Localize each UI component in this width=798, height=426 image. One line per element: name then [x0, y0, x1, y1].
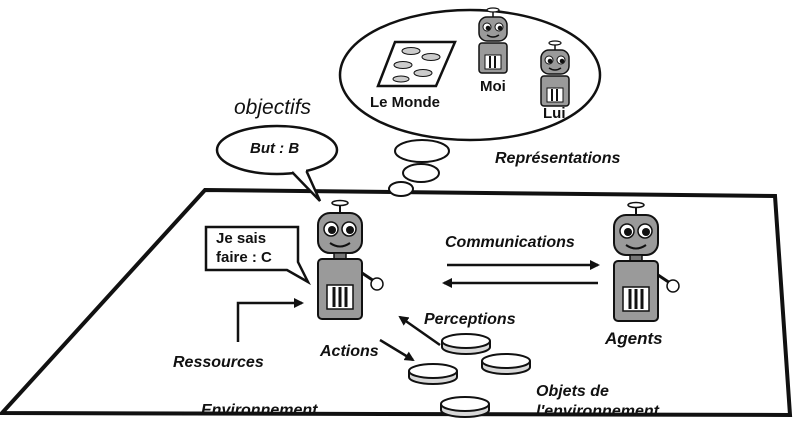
- environment-label: Environnement: [201, 402, 318, 419]
- other-robot-icon: [540, 40, 570, 107]
- perceptions-label: Perceptions: [424, 311, 516, 328]
- resources-arrow: [236, 298, 304, 342]
- representations-label: Représentations: [495, 150, 621, 167]
- environment-object-disk: [408, 363, 458, 385]
- agents-label: Agents: [605, 329, 663, 348]
- him-label: Lui: [543, 105, 566, 122]
- world-label: Le Monde: [370, 94, 440, 111]
- objects-label-line1: Objets de: [536, 383, 609, 400]
- objects-label-line2: l'environnement: [536, 403, 659, 420]
- skill-text-line1: Je sais: [216, 230, 267, 247]
- perception-arrow: [398, 315, 441, 347]
- skill-box: [204, 225, 311, 286]
- actions-label: Actions: [320, 343, 379, 360]
- resources-label: Ressources: [173, 354, 264, 371]
- environment-object-disk: [440, 396, 490, 418]
- communications-label: Communications: [445, 234, 575, 251]
- goal-bubble: [215, 124, 339, 176]
- environment-object-disk: [441, 333, 491, 355]
- action-arrow: [379, 338, 415, 362]
- environment-plane: [0, 187, 793, 418]
- objectives-label: objectifs: [234, 96, 312, 119]
- skill-text-line2: faire : C: [216, 249, 272, 266]
- me-label: Moi: [480, 78, 506, 95]
- self-robot-icon: [478, 7, 508, 74]
- goal-text: But : B: [250, 140, 300, 157]
- world-map-icon: [376, 40, 457, 88]
- environment-object-disk: [481, 353, 531, 375]
